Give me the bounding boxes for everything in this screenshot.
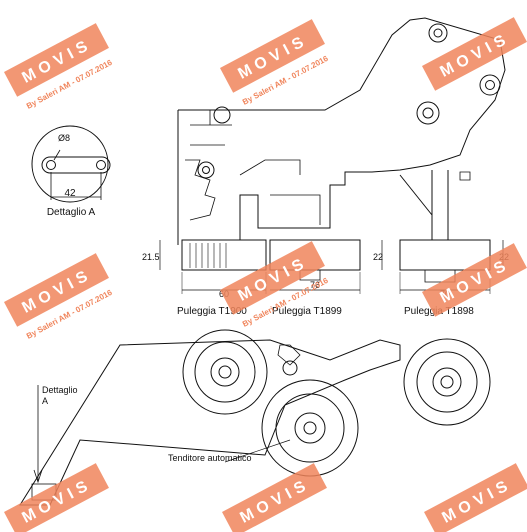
watermark-5: MOVIS By Saleri AM - 07.07.2016 [219, 241, 330, 329]
hole-spacing-label: 42 [64, 188, 76, 199]
width-mid-label: 76 [310, 280, 320, 290]
hole-diameter-label: Ø8 [58, 133, 70, 143]
watermark-7: MOVIS [4, 463, 109, 532]
watermark-1: MOVIS By Saleri AM - 07.07.2016 [4, 23, 114, 111]
watermark-4: MOVIS By Saleri AM - 07.07.2016 [4, 253, 114, 341]
detail-a-drawing [31, 125, 111, 203]
detail-callout-line2: A [42, 396, 48, 406]
height-left-label: 21.5 [142, 252, 160, 262]
detail-callout-line1: Dettaglio [42, 385, 78, 395]
watermark-8: MOVIS [221, 463, 327, 532]
pulley-mid-label: Puleggia T1899 [272, 306, 342, 317]
bracket-side-view [159, 17, 506, 294]
watermark-9: MOVIS [424, 463, 527, 532]
watermark-2: MOVIS By Saleri AM - 07.07.2016 [219, 19, 330, 107]
detail-a-title: Dettaglio A [47, 207, 96, 218]
height-mid-label: 22 [373, 252, 383, 262]
tensioner-label: Tenditore automatico [168, 453, 252, 463]
pulley-left-label: Puleggia T1900 [177, 306, 247, 317]
watermark-3: MOVIS [422, 17, 527, 91]
watermark-6: MOVIS [422, 243, 527, 317]
